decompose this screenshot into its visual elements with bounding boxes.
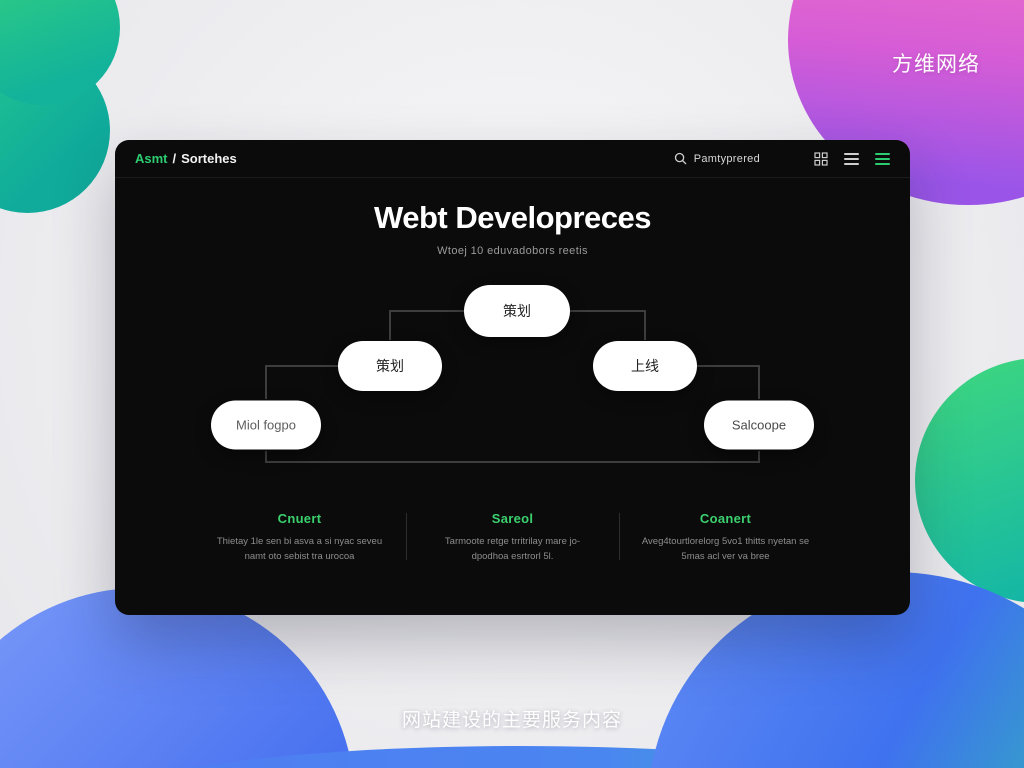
decor-blob-top-left-upper — [0, 0, 120, 105]
header-actions: Pamtyprered — [674, 151, 890, 166]
site-logo[interactable]: Asmt / Sortehes — [135, 151, 237, 166]
flow-connectors — [265, 310, 760, 463]
feature-column-2: Sareol Tarmoote retge trritrilay mare jo… — [407, 507, 619, 564]
column-divider — [618, 513, 620, 561]
hero-section: Webt Developreces Wtoej 10 eduvadobors r… — [115, 178, 910, 257]
feature-columns: Cnuert Thietay 1le sen bi asva a si nyac… — [115, 507, 910, 564]
search-control[interactable]: Pamtyprered — [674, 152, 760, 165]
decor-blob-bottom-left — [0, 588, 355, 768]
flow-node-right: 上线 — [593, 341, 697, 391]
feature-column-3: Coanert Aveg4tourtlorelorg 5vo1 thitts n… — [620, 507, 832, 564]
image-caption: 网站建设的主要服务内容 — [401, 710, 622, 731]
feature-column-3-body: Aveg4tourtlorelorg 5vo1 thitts nyetan se… — [641, 536, 810, 562]
menu-icon-green[interactable] — [875, 152, 890, 165]
search-icon — [674, 152, 687, 165]
feature-column-2-title: Sareol — [491, 511, 534, 526]
flow-node-top: 策划 — [464, 285, 570, 337]
page-title: Webt Developreces — [374, 200, 651, 235]
column-divider — [405, 513, 407, 561]
feature-column-2-body: Tarmoote retge trritrilay mare jo-dpodho… — [444, 536, 581, 562]
logo-primary: Asmt — [135, 151, 168, 166]
flow-node-left: 策划 — [338, 341, 442, 391]
logo-secondary: Sortehes — [181, 151, 237, 166]
search-label: Pamtyprered — [693, 152, 760, 165]
flowchart: 策划 策划 上线 Miol fogpo Salcoope — [115, 272, 910, 505]
menu-icon[interactable] — [844, 152, 859, 165]
flow-node-far-right: Salcoope — [704, 400, 814, 450]
grid-icon[interactable] — [814, 151, 828, 166]
feature-column-1-body: Thietay 1le sen bi asva a si nyac seveu … — [216, 536, 383, 562]
logo-separator: / — [172, 151, 177, 166]
page-subtitle: Wtoej 10 eduvadobors reetis — [437, 245, 588, 257]
feature-column-1: Cnuert Thietay 1le sen bi asva a si nyac… — [194, 507, 406, 564]
feature-column-3-title: Coanert — [699, 511, 752, 526]
flow-node-far-left: Miol fogpo — [211, 400, 321, 450]
brand-watermark: 方维网络 — [892, 53, 980, 76]
decor-blob-right — [915, 358, 1024, 603]
app-window: Asmt / Sortehes Pamtyprered — [115, 140, 910, 615]
window-header: Asmt / Sortehes Pamtyprered — [115, 140, 910, 178]
feature-column-1-title: Cnuert — [277, 511, 322, 526]
